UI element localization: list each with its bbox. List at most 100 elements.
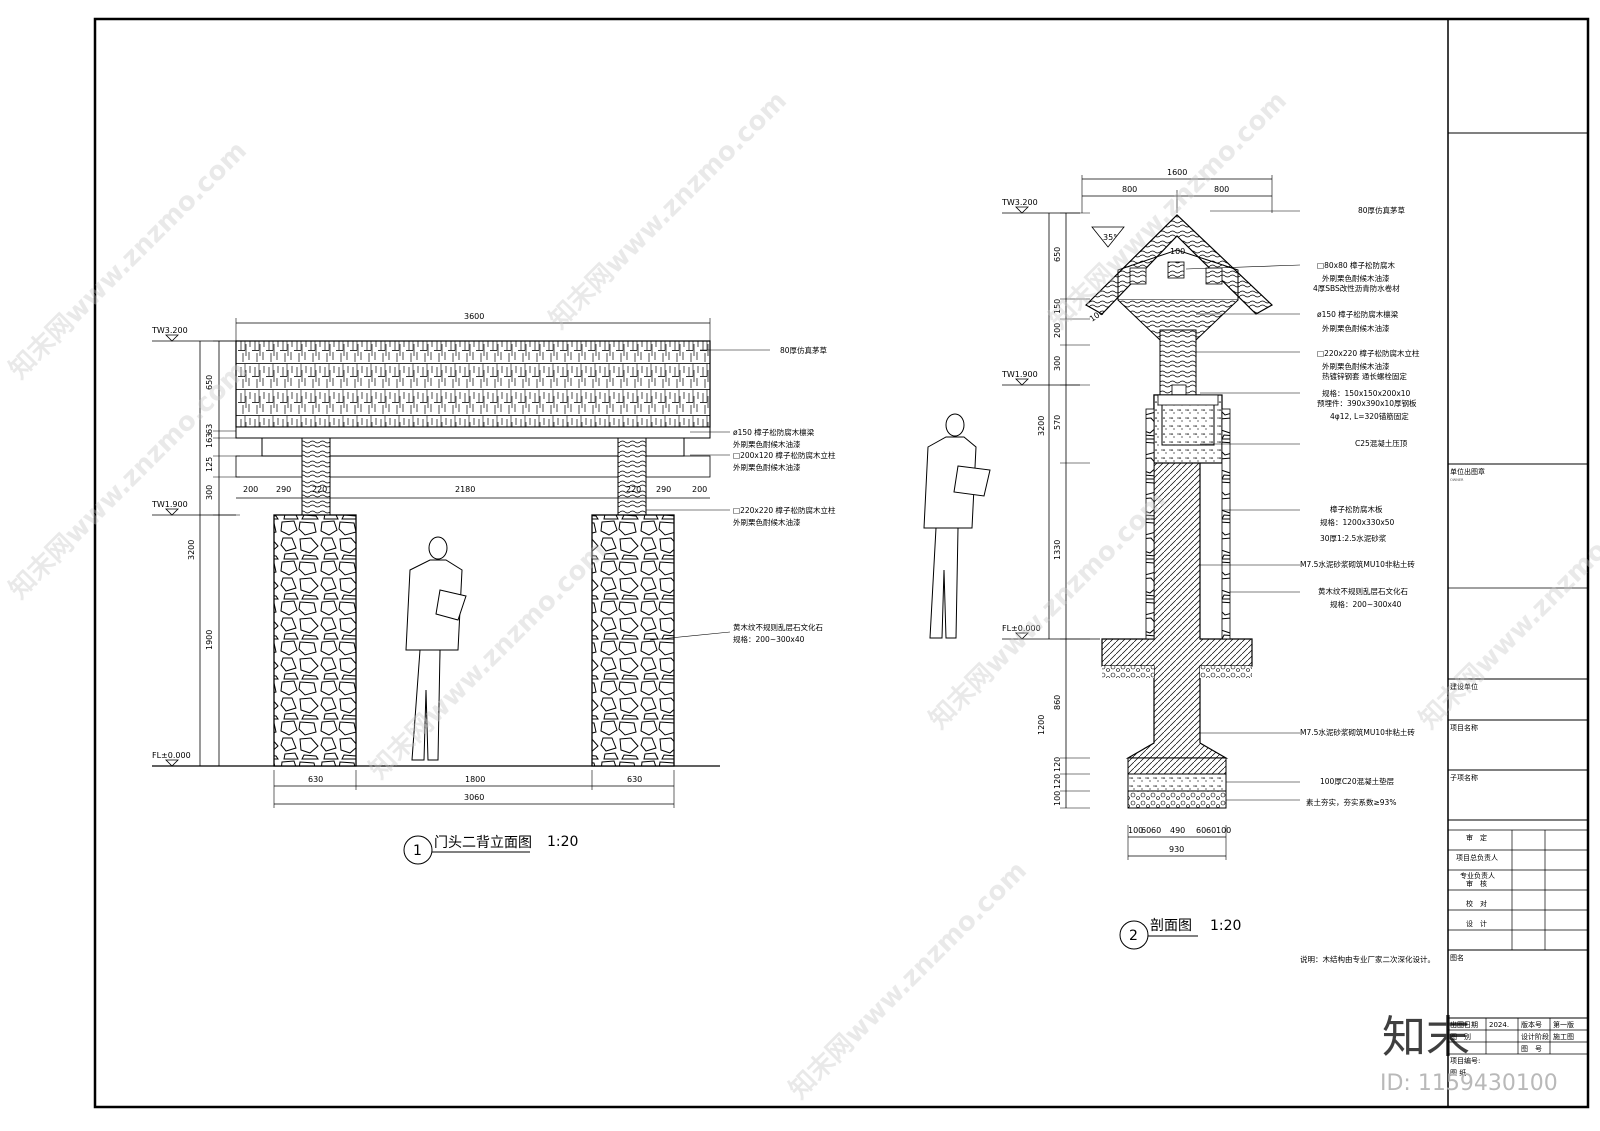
stone-pier-left [273,514,357,767]
svg-text:80厚仿真茅草: 80厚仿真茅草 [1358,205,1406,215]
design-remark: 说明：木结构由专业厂家二次深化设计。 [1300,954,1435,964]
svg-text:□200x120 樟子松防腐木立柱: □200x120 樟子松防腐木立柱 [733,450,836,460]
svg-text:规格：150x150x200x10: 规格：150x150x200x10 [1322,388,1411,398]
svg-text:800: 800 [1214,185,1229,194]
svg-text:60: 60 [1151,826,1161,835]
title-block: 单位出图章 OWNER 建设单位 项目名称 子项名称 审 定 项目总负责人 专业… [1447,19,1588,1107]
svg-text:30厚1:2.5水泥砂浆: 30厚1:2.5水泥砂浆 [1320,533,1387,543]
svg-text:200: 200 [1053,323,1062,338]
svg-text:35°: 35° [1103,233,1117,242]
svg-text:TW3.200: TW3.200 [151,326,188,335]
section-notes: 80厚仿真茅草 □80x80 樟子松防腐木 外刷栗色耐候木油漆 4厚SBS改性沥… [1185,205,1420,807]
svg-text:TW1.900: TW1.900 [1001,370,1038,379]
svg-text:□220x220 樟子松防腐木立柱: □220x220 樟子松防腐木立柱 [1317,348,1420,358]
svg-text:子项名称: 子项名称 [1450,773,1478,782]
svg-text:860: 860 [1053,695,1062,710]
svg-text:规格：200~300x40: 规格：200~300x40 [1330,599,1402,609]
svg-text:知末网www.znzmo.com: 知末网www.znzmo.com [364,536,613,785]
svg-text:规格：200~300x40: 规格：200~300x40 [733,634,805,644]
svg-text:知末网www.znzmo.com: 知末网www.znzmo.com [544,86,793,335]
svg-text:300: 300 [1053,356,1062,371]
svg-text:200: 200 [692,485,707,494]
svg-text:630: 630 [627,775,642,784]
svg-text:120: 120 [1053,757,1062,772]
svg-text:第一版: 第一版 [1553,1020,1574,1029]
svg-text:220: 220 [626,485,641,494]
svg-text:1:20: 1:20 [1210,918,1241,934]
watermark-logo: 知末 [1382,1012,1470,1063]
section-drawing: TW3.200 TW1.900 FL±0.000 650 [923,168,1435,964]
svg-text:OWNER: OWNER [1450,478,1464,482]
svg-text:FL±0.000: FL±0.000 [1002,624,1041,633]
svg-text:建设单位: 建设单位 [1450,682,1478,691]
svg-text:150: 150 [1053,299,1062,314]
svg-text:黄木纹不规则乱层石文化石: 黄木纹不规则乱层石文化石 [733,622,823,632]
svg-text:审 核: 审 核 [1466,879,1487,888]
svg-text:热镀锌钢套 通长螺栓固定: 热镀锌钢套 通长螺栓固定 [1322,371,1407,381]
svg-text:4φ12, L=320锚筋固定: 4φ12, L=320锚筋固定 [1330,411,1409,421]
svg-text:知末网www.znzmo.com: 知末网www.znzmo.com [4,136,253,385]
svg-text:1: 1 [413,843,422,859]
svg-text:外刷栗色耐候木油漆: 外刷栗色耐候木油漆 [733,517,801,527]
svg-text:素土夯实，夯实系数≥93%: 素土夯实，夯实系数≥93% [1306,797,1396,807]
round-beam [235,426,711,439]
svg-text:650: 650 [205,375,214,390]
svg-text:570: 570 [1053,415,1062,430]
svg-text:1330: 1330 [1053,540,1062,560]
svg-text:TW1.900: TW1.900 [151,500,188,509]
svg-text:□80x80 樟子松防腐木: □80x80 樟子松防腐木 [1317,260,1395,270]
svg-text:M7.5水泥砂浆砌筑MU10非粘土砖: M7.5水泥砂浆砌筑MU10非粘土砖 [1300,727,1415,737]
svg-text:100厚C20混凝土垫层: 100厚C20混凝土垫层 [1320,776,1395,786]
level-tw3200-section: TW3.200 [1001,198,1080,214]
svg-text:设 计: 设 计 [1466,919,1487,928]
svg-text:1200: 1200 [1037,715,1046,735]
concrete-bedding [1127,773,1227,792]
svg-text:知末网www.znzmo.com: 知末网www.znzmo.com [1414,486,1600,735]
svg-text:规格：1200x330x50: 规格：1200x330x50 [1320,517,1395,527]
svg-text:设计阶段: 设计阶段 [1521,1032,1549,1041]
svg-text:外刷栗色耐候木油漆: 外刷栗色耐候木油漆 [733,462,801,472]
svg-text:3200: 3200 [1037,416,1046,436]
scale-figure [405,536,467,761]
svg-text:60: 60 [1196,826,1206,835]
svg-text:930: 930 [1169,845,1184,854]
svg-text:100: 100 [1128,826,1143,835]
svg-text:外刷栗色耐候木油漆: 外刷栗色耐候木油漆 [733,439,801,449]
svg-text:专业负责人: 专业负责人 [1460,871,1495,880]
svg-text:审 定: 审 定 [1466,833,1487,842]
svg-text:1:20: 1:20 [547,834,578,850]
level-tw3200: TW3.200 [151,326,236,342]
svg-text:650: 650 [1053,247,1062,262]
svg-text:项目名称: 项目名称 [1450,723,1478,732]
svg-text:FL±0.000: FL±0.000 [152,751,191,760]
svg-text:290: 290 [276,485,291,494]
svg-text:490: 490 [1170,826,1185,835]
svg-text:3600: 3600 [464,312,484,321]
svg-text:2: 2 [1129,928,1138,944]
svg-text:图 号: 图 号 [1521,1045,1542,1053]
drawing-title: 剖面图 [1150,918,1192,934]
drawing-index-circle [1119,920,1149,950]
compacted-soil [1127,790,1227,809]
svg-text:60: 60 [1141,826,1151,835]
svg-text:出图日期: 出图日期 [1450,1020,1478,1029]
svg-text:200: 200 [243,485,258,494]
svg-text:100: 100 [1216,826,1231,835]
drawing-title: 门头二背立面图 [434,835,532,851]
level-tw1900: TW1.900 [151,500,236,516]
svg-text:ø150 樟子松防腐木檩梁: ø150 樟子松防腐木檩梁 [1317,309,1399,319]
svg-text:M7.5水泥砂浆砌筑MU10非粘土砖: M7.5水泥砂浆砌筑MU10非粘土砖 [1300,559,1415,569]
elevation-notes: 80厚仿真茅草 ø150 樟子松防腐木檩梁 外刷栗色耐候木油漆 □200x120… [646,345,836,644]
svg-text:220: 220 [312,485,327,494]
svg-text:知末网www.znzmo.com: 知末网www.znzmo.com [4,356,253,605]
watermark-id: ID: 1159430100 [1380,1071,1558,1096]
svg-text:知末网www.znzmo.com: 知末网www.znzmo.com [784,856,1033,1105]
svg-text:3060: 3060 [464,793,484,802]
svg-text:施工图: 施工图 [1553,1032,1574,1041]
svg-text:黄木纹不规则乱层石文化石: 黄木纹不规则乱层石文化石 [1318,586,1408,596]
level-tw1900-section: TW1.900 [1001,370,1080,386]
svg-text:290: 290 [656,485,671,494]
svg-text:版本号: 版本号 [1521,1020,1542,1029]
elevation-drawing: TW3.200 TW1.900 FL±0.000 650 163 63 125 … [151,312,836,865]
